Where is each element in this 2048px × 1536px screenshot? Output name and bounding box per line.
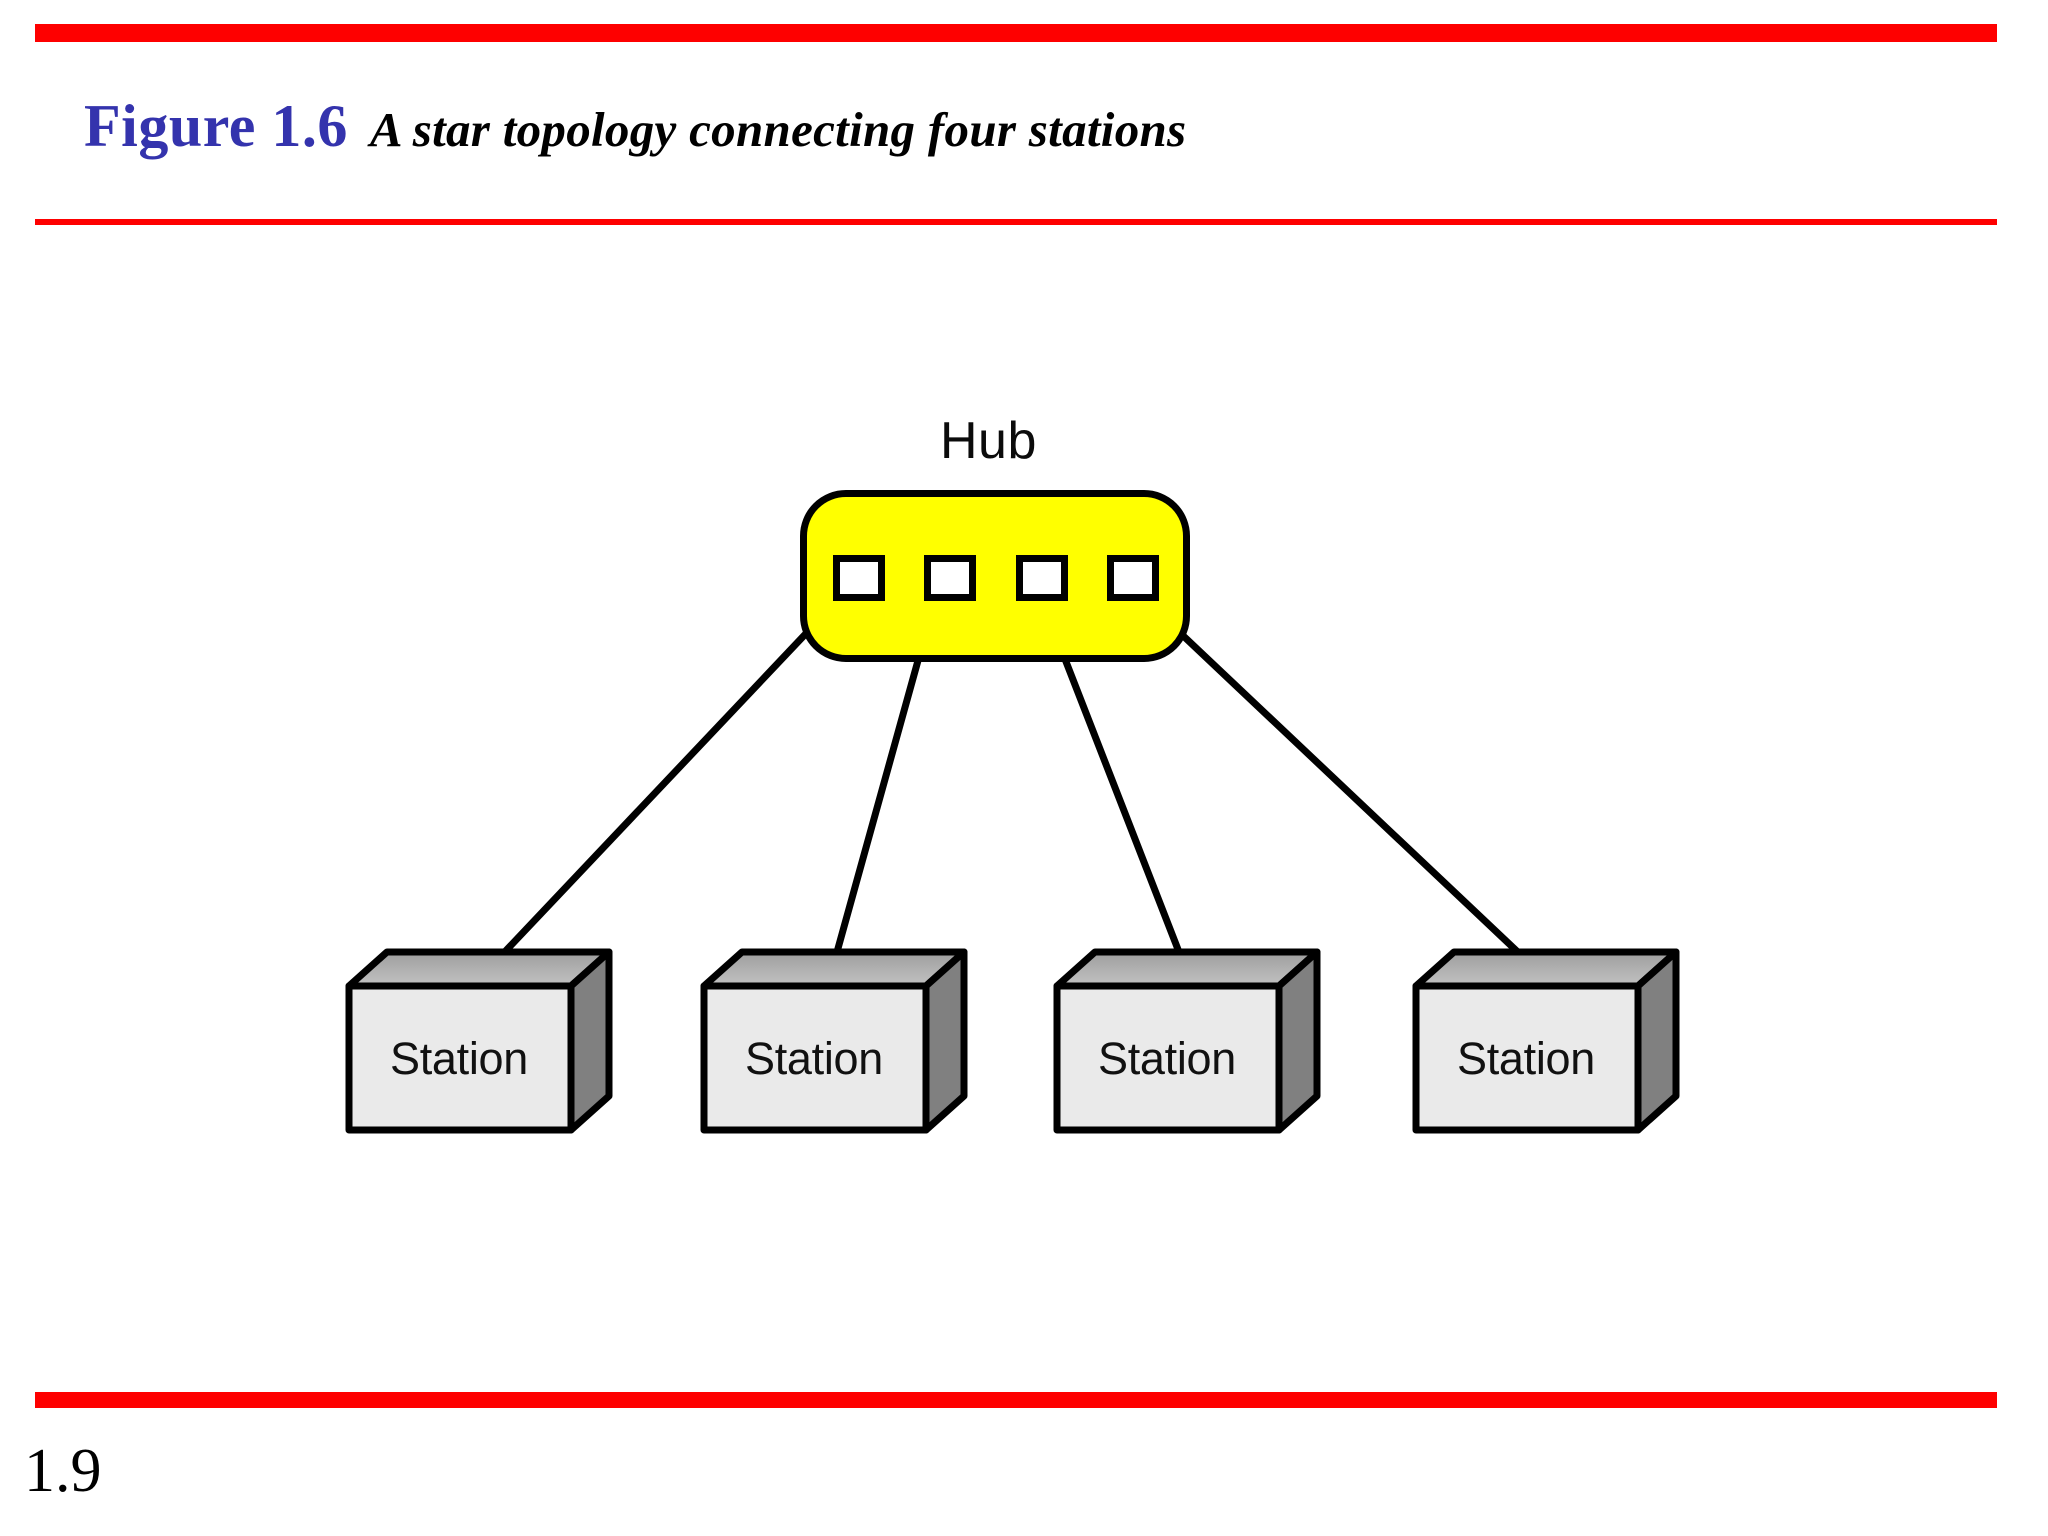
- hub-port-1[interactable]: [833, 555, 885, 601]
- station-1-label: Station: [390, 1033, 528, 1084]
- station-box-shape: [345, 948, 613, 1134]
- hub-device[interactable]: [800, 490, 1190, 662]
- station-3[interactable]: Station: [1053, 948, 1321, 1140]
- header-divider-rule: [35, 219, 1997, 225]
- station-box-shape: [1053, 948, 1321, 1134]
- figure-caption: A star topology connecting four stations: [369, 102, 1187, 157]
- station-2-label: Station: [745, 1033, 883, 1084]
- station-4[interactable]: Station: [1412, 948, 1680, 1140]
- station-box-shape: [1412, 948, 1680, 1134]
- link-hub-port-4-to-station-4: [1118, 574, 1543, 976]
- bottom-rule: [35, 1392, 1997, 1408]
- link-hub-port-1-to-station-1: [477, 584, 853, 981]
- hub-port-2[interactable]: [924, 555, 976, 601]
- hub-label: Hub: [940, 412, 1037, 470]
- top-rule: [35, 24, 1997, 42]
- figure-number: Figure 1.6: [84, 93, 348, 159]
- figure-header: Figure 1.6 A star topology connecting fou…: [84, 96, 1186, 156]
- station-1[interactable]: Station: [345, 948, 613, 1140]
- station-3-label: Station: [1098, 1033, 1236, 1084]
- station-2[interactable]: Station: [700, 948, 968, 1140]
- station-4-label: Station: [1457, 1033, 1595, 1084]
- station-box-shape: [700, 948, 968, 1134]
- slide-number: 1.9: [24, 1437, 102, 1505]
- hub-port-4[interactable]: [1107, 555, 1159, 601]
- hub-port-3[interactable]: [1016, 555, 1068, 601]
